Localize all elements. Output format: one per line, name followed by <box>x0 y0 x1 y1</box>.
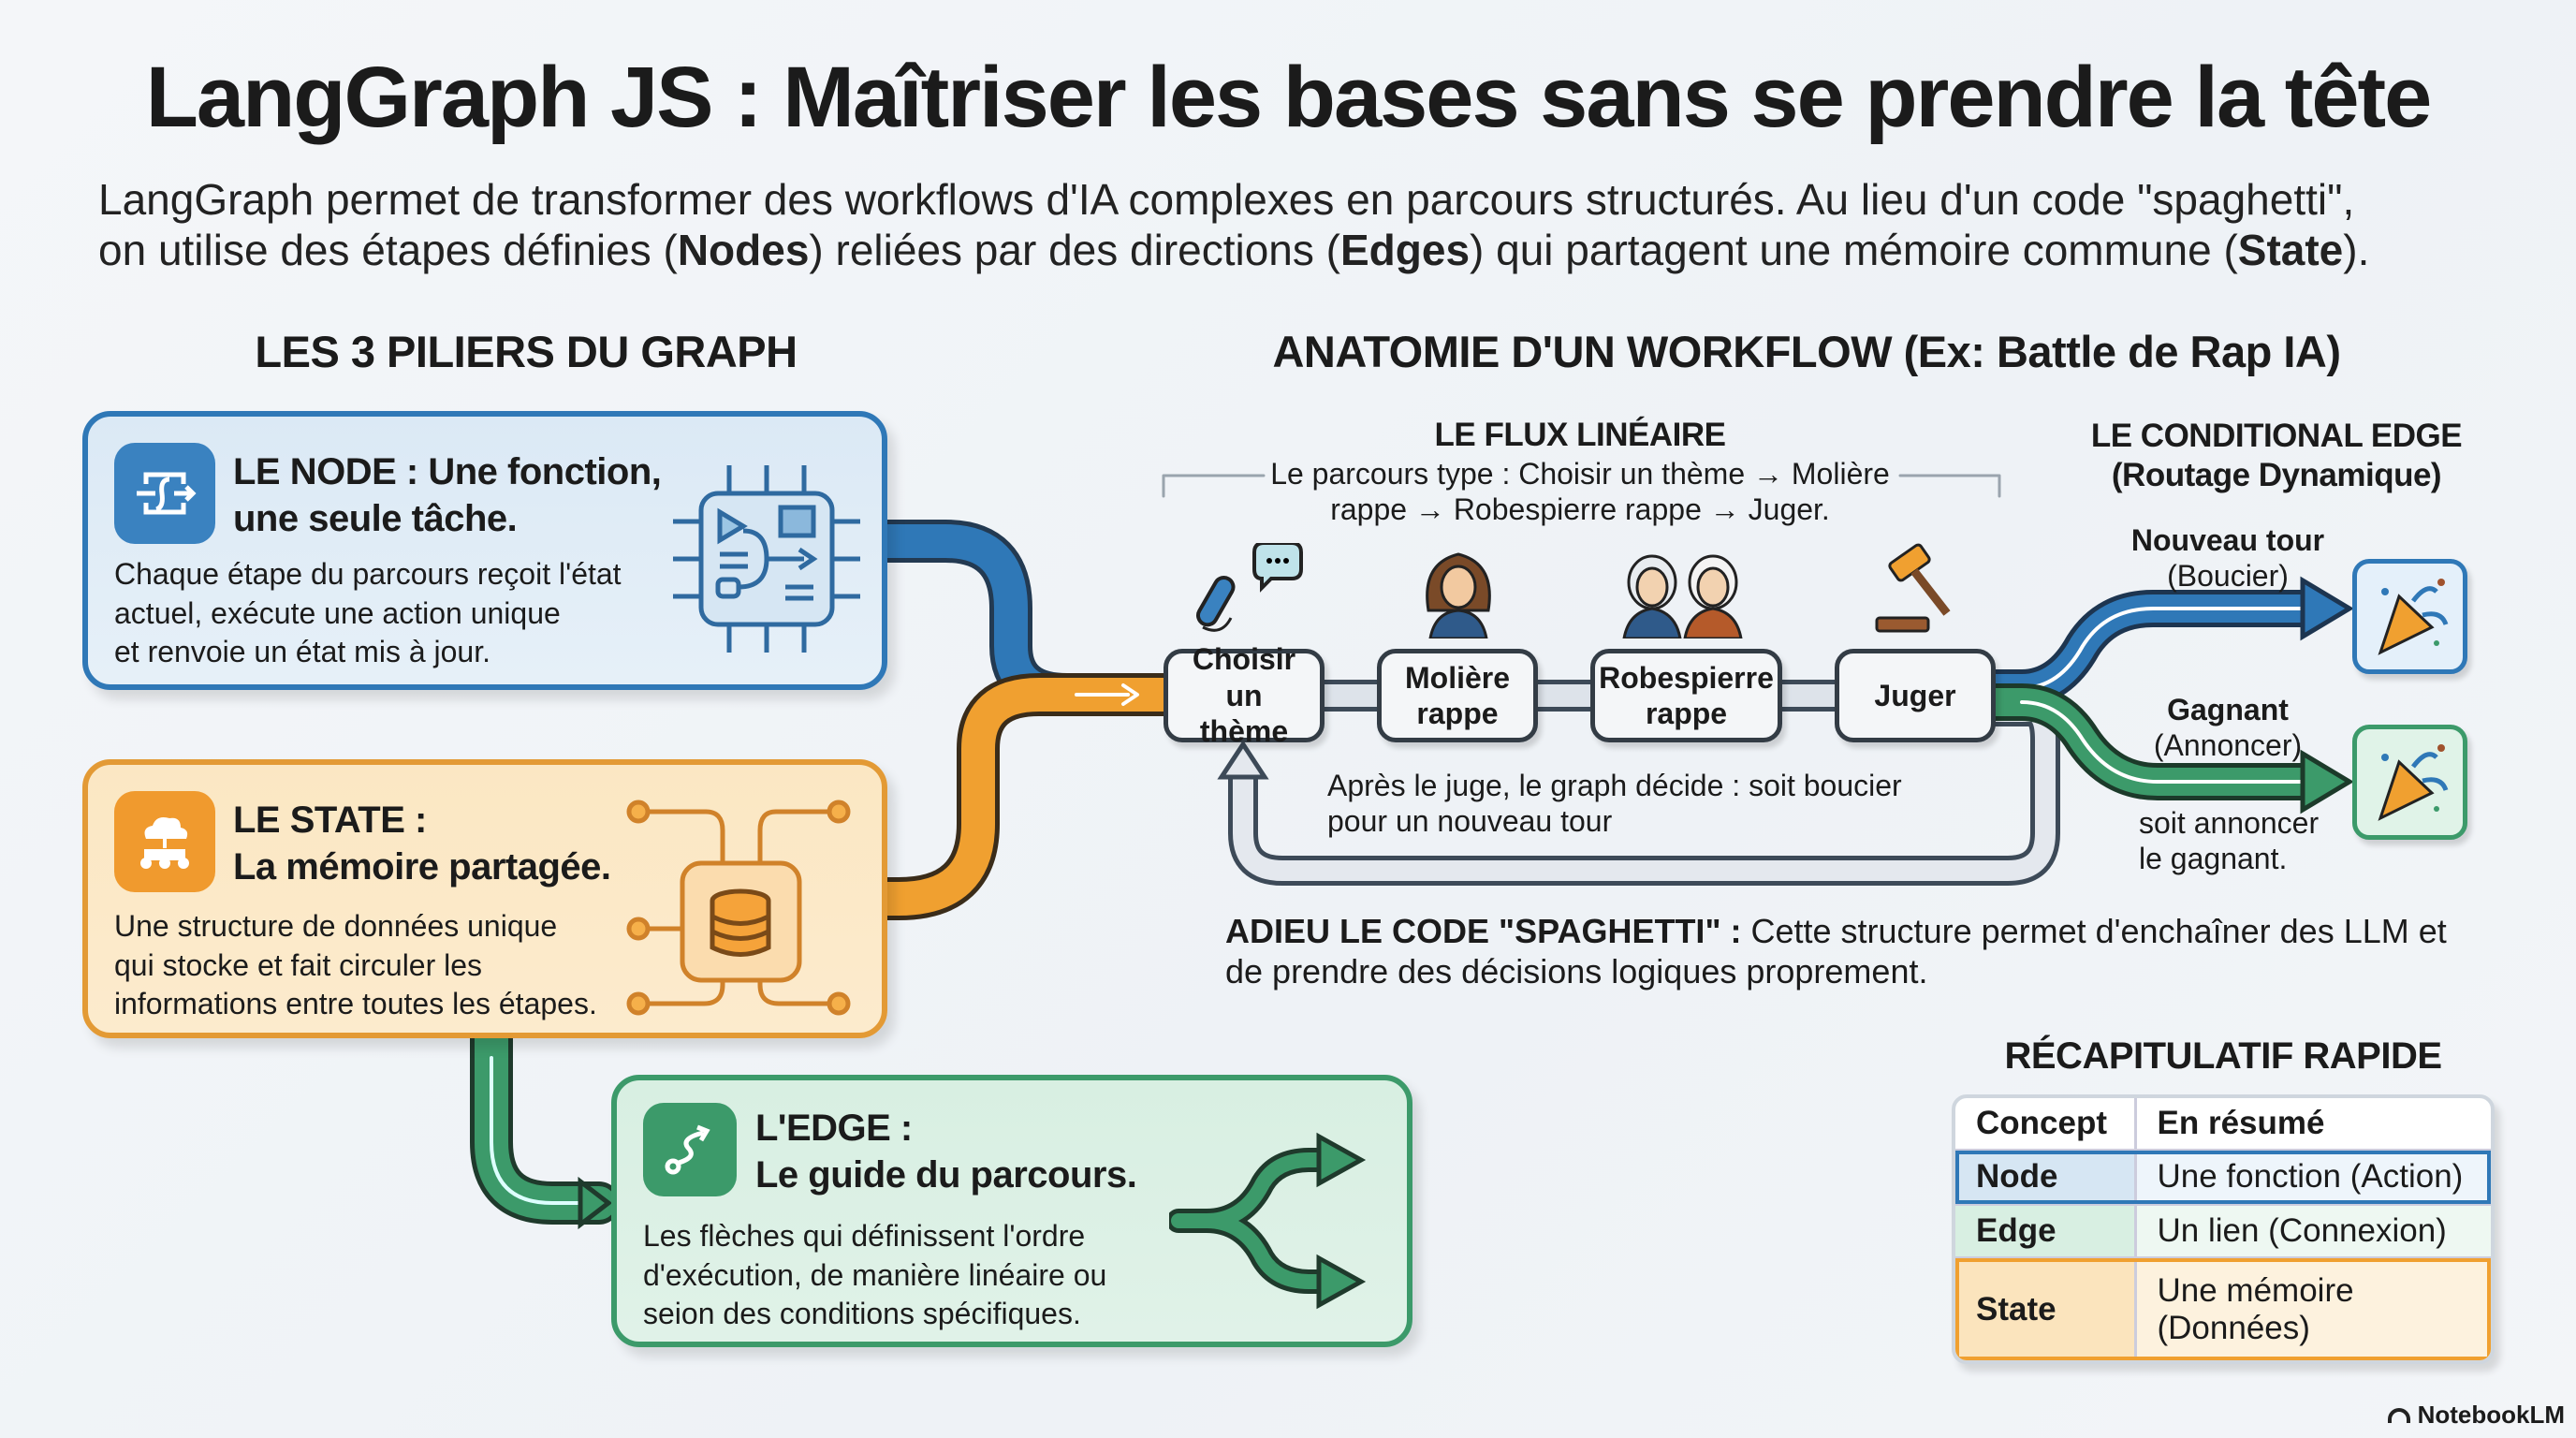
summary-cell: Une fonction (Action) <box>2135 1150 2491 1206</box>
adieu-line-1: Cette structure permet d'enchaîner des L… <box>1741 912 2447 950</box>
brand-label: NotebookLM <box>2417 1401 2565 1429</box>
body-line: Chaque étape du parcours reçoit l'état <box>114 557 622 591</box>
robespierre-portrait-icon <box>1622 554 1743 638</box>
node-title-1: LE NODE : Une fonction, <box>233 451 662 492</box>
node-label: Juger <box>1874 678 1956 712</box>
intro-text: on utilise des étapes définies ( <box>98 226 678 274</box>
linear-description: Le parcours type : Choisir un thème → Mo… <box>1252 456 1908 528</box>
state-title-1: LE STATE : <box>233 800 427 841</box>
node-label: rappe <box>1416 697 1499 730</box>
recap-heading: RÉCAPITULATIF RAPIDE <box>2004 1035 2442 1077</box>
conditional-heading-1: LE CONDITIONAL EDGE <box>2090 418 2463 454</box>
branch-label: (Annoncer) <box>2153 728 2303 763</box>
state-title: LE STATE : La mémoire partagée. <box>233 797 611 890</box>
conditional-heading: LE CONDITIONAL EDGE(Routage Dynamique) <box>2041 417 2512 495</box>
summary-cell: Un lien (Connexion) <box>2135 1204 2491 1260</box>
node-label: Choisir un <box>1192 642 1296 712</box>
intro-state: State <box>2237 226 2344 274</box>
concept-cell: Node <box>1955 1150 2137 1206</box>
adieu-line-2: de prendre des décisions logiques propre… <box>1225 952 1928 991</box>
intro-line-1: LangGraph permet de transformer des work… <box>98 175 2355 224</box>
edge-body: Les flèches qui définissent l'ordre d'exé… <box>643 1217 1106 1334</box>
branch-new-round-label: Nouveau tour(Boucier) <box>2087 522 2368 594</box>
chip-icon <box>673 465 860 653</box>
intro-text: ) reliées par des directions ( <box>809 226 1340 274</box>
node-judge[interactable]: Juger <box>1835 649 1996 742</box>
body-line: qui stocke et fait circuler les <box>114 947 483 982</box>
notebooklm-logo-icon <box>2387 1407 2410 1423</box>
node-label: Robespierre <box>1599 660 1774 695</box>
header-cell: Concept <box>1955 1098 2137 1152</box>
node-label: Molière <box>1404 660 1511 695</box>
gavel-icon <box>1875 543 1951 633</box>
pillars-heading: LES 3 PILIERS DU GRAPH <box>255 327 798 376</box>
notebooklm-badge: NotebookLM <box>2387 1401 2565 1430</box>
linear-line-2: rappe → Robespierre rappe → Juger. <box>1330 492 1830 527</box>
microphone-icon <box>1196 543 1303 632</box>
branch-label: Gagnant <box>2167 693 2289 726</box>
node-card: LE NODE : Une fonction,une seule tâche. … <box>82 411 887 690</box>
party-popper-icon-blue <box>2352 559 2467 674</box>
body-line: et renvoie un état mis à jour. <box>114 635 490 669</box>
moliere-portrait-icon <box>1426 552 1491 638</box>
conditional-heading-2: (Routage Dynamique) <box>2111 457 2442 493</box>
intro-text: ). <box>2343 226 2370 274</box>
workflow-heading: ANATOMIE D'UN WORKFLOW (Ex: Battle de Ra… <box>1272 327 2341 376</box>
concept-cell: Edge <box>1955 1204 2137 1260</box>
body-line: Les flèches qui définissent l'ordre <box>643 1219 1086 1253</box>
intro-text: ) qui partagent une mémoire commune ( <box>1470 226 2238 274</box>
node-title: LE NODE : Une fonction, une seule tâche. <box>233 448 662 542</box>
note-line: pour un nouveau tour <box>1327 804 1613 839</box>
database-network-icon <box>626 800 851 1016</box>
branch-label: (Boucier) <box>2167 559 2289 594</box>
party-popper-icon-green <box>2352 725 2467 840</box>
intro-line-2: on utilise des étapes définies (Nodes) r… <box>98 225 2369 275</box>
intro-edges: Edges <box>1340 226 1471 274</box>
state-card: LE STATE : La mémoire partagée. Une struc… <box>82 759 887 1038</box>
state-body: Une structure de données unique qui stock… <box>114 907 597 1024</box>
header-cell: En résumé <box>2135 1098 2491 1152</box>
state-title-2: La mémoire partagée. <box>233 846 611 888</box>
summary-cell: Une mémoire (Données) <box>2135 1257 2491 1360</box>
route-icon <box>643 1103 737 1196</box>
adieu-note: ADIEU LE CODE "SPAGHETTI" : Cette struct… <box>1225 911 2447 991</box>
function-icon <box>114 443 215 544</box>
adieu-bold: ADIEU LE CODE "SPAGHETTI" : <box>1225 912 1742 950</box>
branch-winner-label: Gagnant(Annoncer) <box>2087 692 2368 764</box>
edge-title-1: L'EDGE : <box>755 1108 913 1149</box>
body-line: informations entre toutes les étapes. <box>114 987 597 1021</box>
body-line: Une structure de données unique <box>114 909 558 943</box>
page-title: LangGraph JS : Maîtriser les bases sans … <box>145 50 2433 145</box>
concept-cell: State <box>1955 1257 2137 1360</box>
body-line: actuel, exécute une action unique <box>114 595 561 630</box>
fork-arrows-icon <box>1169 1132 1367 1310</box>
cloud-network-icon <box>114 791 215 892</box>
body-line: d'exécution, de manière linéaire ou <box>643 1257 1107 1292</box>
body-line: seion des conditions spécifiques. <box>643 1297 1081 1331</box>
edge-card: L'EDGE : Le guide du parcours. Les flèche… <box>611 1075 1412 1347</box>
linear-heading: LE FLUX LINÉAIRE <box>1434 417 1726 453</box>
edge-title: L'EDGE : Le guide du parcours. <box>755 1105 1137 1198</box>
node-label: thème <box>1199 714 1289 749</box>
node-label: rappe <box>1645 697 1728 730</box>
loop-note: Après le juge, le graph décide : soit bo… <box>1327 768 1902 840</box>
note-line: Après le juge, le graph décide : soit bo… <box>1327 769 1902 802</box>
node-title-2: une seule tâche. <box>233 498 518 539</box>
linear-line-1: Le parcours type : Choisir un thème → Mo… <box>1270 457 1890 491</box>
edge-title-2: Le guide du parcours. <box>755 1154 1137 1196</box>
node-body: Chaque étape du parcours reçoit l'état ac… <box>114 555 622 672</box>
intro-nodes: Nodes <box>677 226 810 274</box>
note-line: soit annoncer <box>2139 806 2320 840</box>
note-line: le gagnant. <box>2139 842 2288 876</box>
branch-label: Nouveau tour <box>2130 523 2325 557</box>
